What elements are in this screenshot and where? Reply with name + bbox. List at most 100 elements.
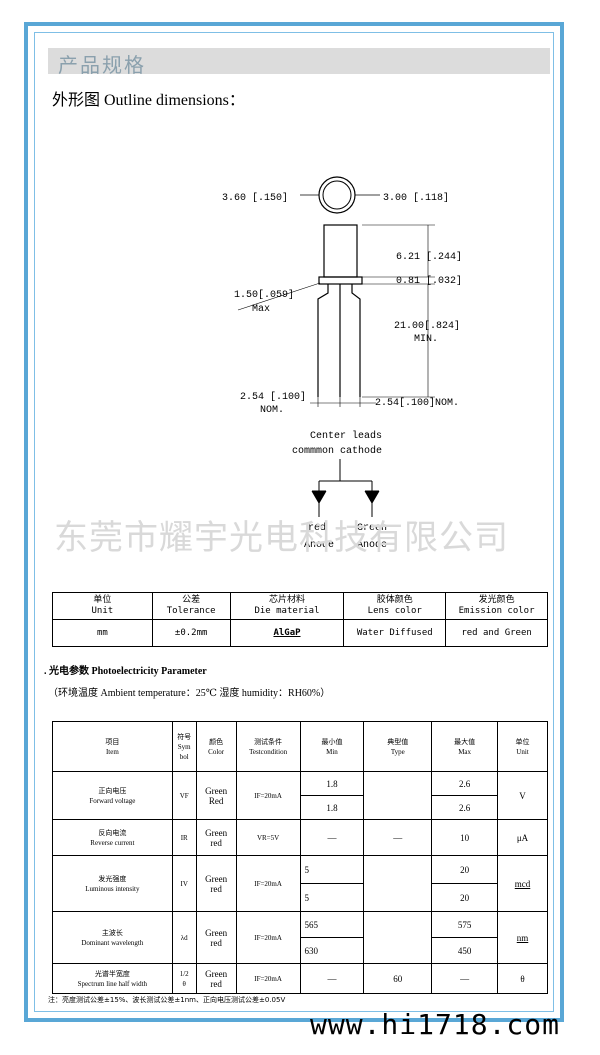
param-typ [363,911,433,964]
lead-right [351,284,361,397]
schematic-common-cathode: commmon cathode [292,445,382,457]
schematic-center-leads: Center leads [310,430,382,442]
param-symbol: λd [171,911,197,964]
spec-value-cell: red and Green [445,619,548,647]
dim-lead-length: 21.00[.824] [394,320,460,332]
param-max: — [431,963,499,994]
param-min: 5 [299,855,365,884]
param-condition: VR=5V [235,819,301,856]
company-watermark: 东莞市耀宇光电科技有限公司 [54,518,509,558]
page-frame-inner [34,32,554,1012]
outline-heading: 外形图 Outline dimensions： [52,92,245,109]
lead-left [317,284,329,397]
param-unit: θ [497,963,548,994]
site-watermark: www.hi1718.com [310,1008,561,1041]
param-unit: mcd [497,855,548,912]
param-max: 10 [431,819,499,856]
led-body [323,224,358,278]
page-frame-outer [24,22,564,1022]
param-min: 565 [299,911,365,938]
dim-pitch-left-suffix: NOM. [260,405,284,416]
param-min: 5 [299,883,365,912]
page-title: 产品规格 [58,53,146,77]
dim-pitch-left: 2.54 [.100] [240,391,306,403]
param-symbol: IV [171,855,197,912]
param-unit: V [497,771,548,820]
photo-heading: . 光电参数 Photoelectricity Parameter [44,666,207,677]
label-red: red [308,522,326,534]
dim-lead-length-suffix: MIN. [414,334,438,345]
spec-value-row: mm ±0.2mm AlGaP Water Diffused red and G… [52,619,548,647]
top-view-inner-circle [322,180,352,210]
param-typ [363,771,433,820]
diode-green-icon [364,490,380,504]
param-typ [363,855,433,912]
param-max: 450 [431,937,499,964]
spec-value-cell: Water Diffused [343,619,447,647]
outline-drawing: 3.60 [.150] 3.00 [.118] 6.21 [.244] 0.81… [222,176,462,551]
param-typ: 60 [363,963,433,994]
param-unit: nm [497,911,548,964]
table-row: 630 450 [53,937,548,964]
param-condition: IF=20mA [235,911,301,964]
table-row: 5 20 [53,883,548,912]
dim-lead-offset-suffix: Max [252,304,270,315]
dim-lead-offset: 1.50[.059] [234,289,294,301]
param-min: 630 [299,937,365,964]
param-typ: — [363,819,433,856]
footnote: 注：亮度测试公差±15%、波长测试公差±1nm、正向电压测试公差±0.05V [48,996,286,1004]
environment-line: （环境温度 Ambient temperature：25℃ 湿度 humidit… [48,688,331,699]
param-min: — [299,819,365,856]
spec-value-cell: mm [52,619,153,647]
param-unit: μA [497,819,548,856]
param-symbol: IR [171,819,197,856]
param-min: 1.8 [299,771,365,796]
dim-pitch-right: 2.54[.100]NOM. [375,397,459,409]
title-bar: 产品规格 [48,48,550,77]
label-green-anode: Anode [357,539,387,551]
param-max: 2.6 [431,795,499,820]
led-flange [318,276,363,285]
param-condition: IF=20mA [235,963,301,994]
dim-flange: 0.81 [.032] [396,275,462,287]
spec-value-cell: AlGaP [229,619,345,647]
label-green: Green [357,523,387,534]
dim-diameter-inner: 3.00 [.118] [383,192,449,204]
dim-diameter-outer: 3.60 [.150] [222,192,288,204]
dim-body-height: 6.21 [.244] [396,251,462,263]
param-max: 2.6 [431,771,499,796]
param-max: 575 [431,911,499,938]
label-red-anode: Anode [304,539,334,551]
param-symbol: VF [171,771,197,820]
param-min: — [299,963,365,994]
